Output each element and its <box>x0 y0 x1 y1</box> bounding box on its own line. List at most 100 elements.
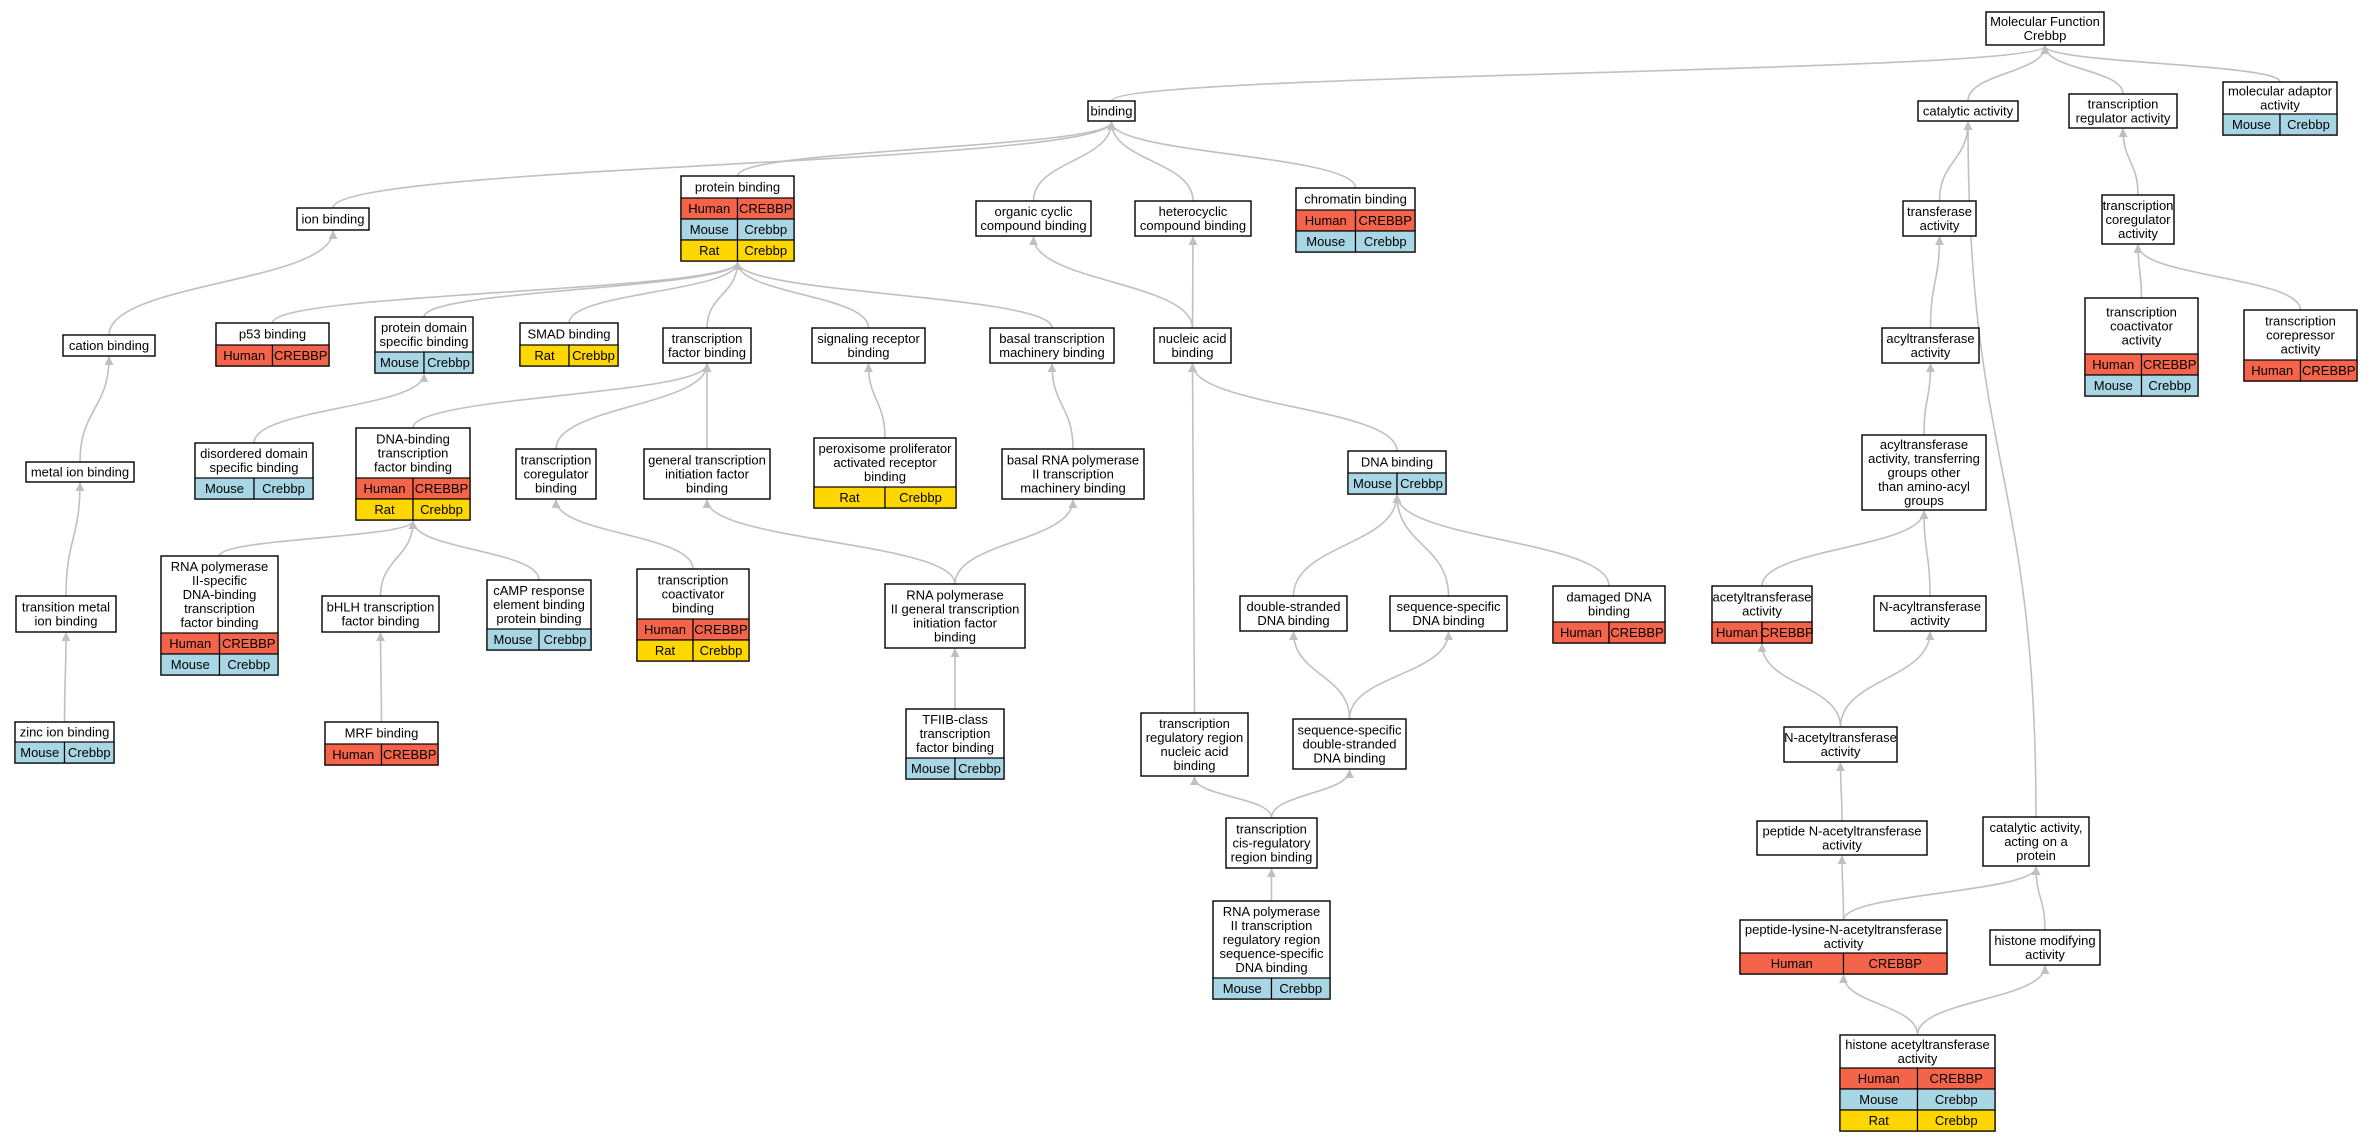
gene-cell <box>1270 977 1331 1000</box>
node-label-line: transcription <box>1236 822 1307 837</box>
gene-cell <box>253 477 314 500</box>
species-label: Human <box>1858 1071 1900 1086</box>
species-label: Rat <box>839 490 860 505</box>
node-label-line: sequence-specific <box>1396 599 1501 614</box>
go-term-node-catalytic-activity[interactable]: catalytic activity <box>1917 100 2019 122</box>
node-label-line: peptide N-acetyltransferase <box>1763 824 1922 839</box>
gene-symbol-label: Crebbp <box>572 348 615 363</box>
go-term-node-metal-ion-binding[interactable]: metal ion binding <box>25 461 135 483</box>
gene-cell <box>218 653 279 676</box>
edge-catprot-to-catalytic <box>1963 121 2037 818</box>
node-label-line: DNA binding <box>1412 613 1484 628</box>
node-label-line: chromatin binding <box>1304 192 1407 207</box>
edge-nacet-to-nacyl <box>1839 631 1935 728</box>
node-box <box>296 207 370 231</box>
gene-symbol-label: CREBBP <box>694 622 747 637</box>
node-label-line: cation binding <box>69 338 149 353</box>
edge-treg_na-to-nab <box>1188 363 1198 714</box>
node-box <box>1239 595 1348 632</box>
node-label-line: binding <box>1174 758 1216 773</box>
node-label-line: histone modifying <box>1994 933 2095 948</box>
node-label-line: transferase <box>1907 204 1972 219</box>
edge-peplys-to-pepnacet <box>1837 855 1847 921</box>
node-label-line: activity <box>1898 1051 1938 1066</box>
node-label-line: II general transcription <box>891 602 1020 617</box>
go-term-node-cation-binding[interactable]: cation binding <box>62 334 156 357</box>
edge-tfb-to-protb <box>706 261 742 329</box>
gene-cell <box>1761 621 1813 644</box>
node-label-line: double-stranded <box>1247 599 1341 614</box>
go-term-node-ion-binding[interactable]: ion binding <box>296 207 370 231</box>
node-box <box>1873 595 1987 632</box>
node-label-line: protein <box>2016 848 2056 863</box>
node-label-line: machinery binding <box>999 345 1105 360</box>
node-label-line: Crebbp <box>2024 28 2067 43</box>
node-box <box>25 461 135 483</box>
node-label-line: ion binding <box>302 212 365 227</box>
node-label-line: binding <box>934 630 976 645</box>
node-box <box>1087 100 1136 122</box>
edge-pepnacet-to-nacet <box>1836 762 1846 822</box>
node-label-line: binding <box>848 345 890 360</box>
go-term-node-peptide-lysine-n-acetyltransferase-activity[interactable]: peptide-lysine-N-acetyltransferaseactivi… <box>1739 919 1948 975</box>
gene-cell <box>954 757 1005 780</box>
go-term-node-binding[interactable]: binding <box>1087 100 1136 122</box>
species-label: Mouse <box>171 657 210 672</box>
gene-symbol-label: Crebbp <box>262 481 305 496</box>
node-label-line: activity <box>2122 333 2162 348</box>
gene-symbol-label: Crebbp <box>1400 476 1443 491</box>
go-term-node-rna-polymerase-ii-specific-dna-binding-transcription-factor-binding[interactable]: RNA polymeraseII-specificDNA-bindingtran… <box>160 555 279 676</box>
gene-cell <box>538 628 592 651</box>
